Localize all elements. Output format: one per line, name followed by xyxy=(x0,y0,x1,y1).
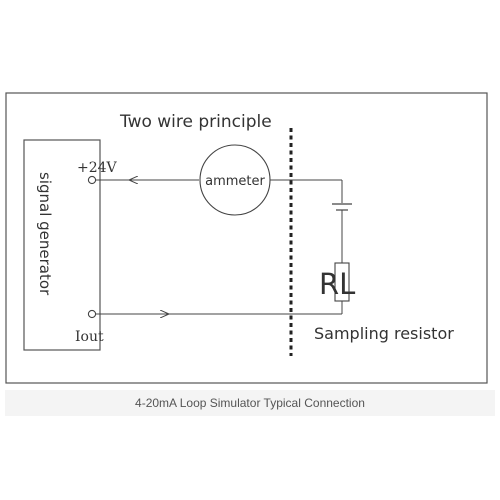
load-resistor-label: RL xyxy=(319,267,355,301)
ammeter-label: ammeter xyxy=(205,174,265,189)
signal-generator-box xyxy=(23,139,101,351)
figure-caption: 4-20mA Loop Simulator Typical Connection xyxy=(135,396,365,410)
positive-terminal xyxy=(87,175,97,185)
positive-terminal-label: +24V xyxy=(77,160,118,176)
caption-bar: 4-20mA Loop Simulator Typical Connection xyxy=(5,390,495,416)
output-terminal-label: Iout xyxy=(75,329,104,345)
signal-generator-label: signal generator xyxy=(36,172,54,296)
output-terminal xyxy=(87,309,97,319)
sampling-resistor-label: Sampling resistor xyxy=(314,324,454,343)
diagram-title: Two wire principle xyxy=(119,112,272,132)
